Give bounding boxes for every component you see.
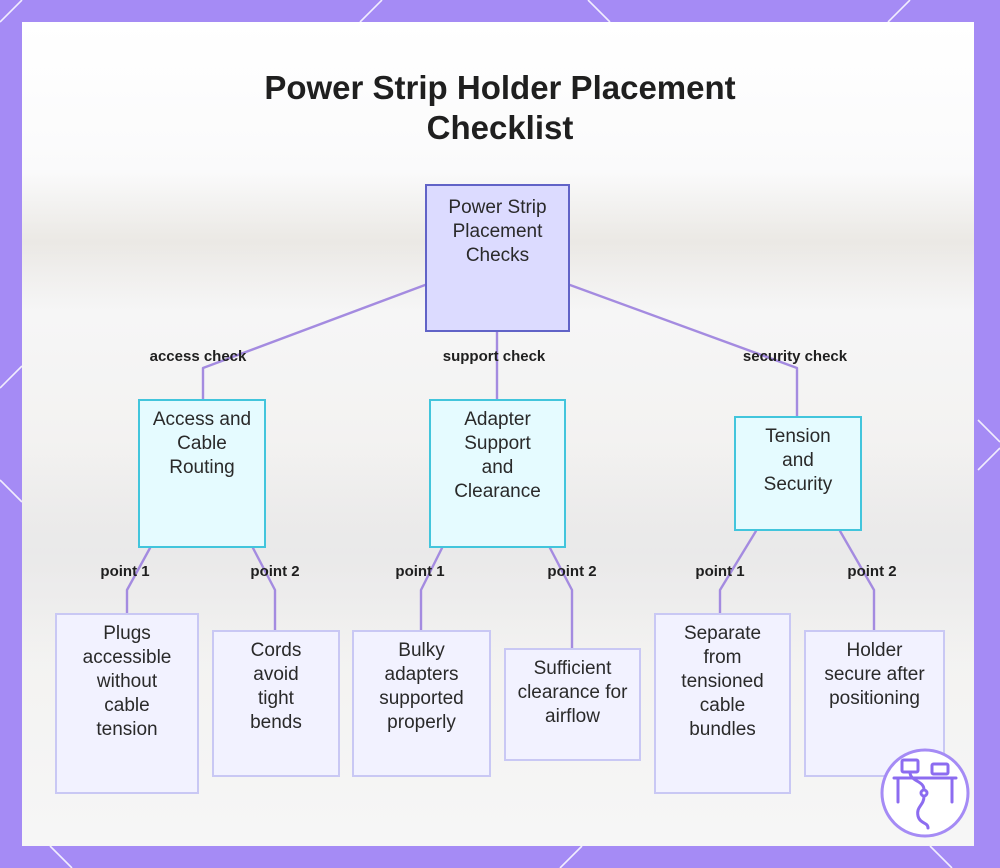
edge-label-point-2: point 2 [547,563,597,580]
connector-security-point2 [838,529,876,632]
leaf-node-bulky-adapters: Bulky adapters supported properly [352,630,491,777]
leaf-node-cords-avoid-bends: Cords avoid tight bends [212,630,340,777]
leaf-node-separate-from-bundles: Separate from tensioned cable bundles [654,613,791,794]
leaf-node-label: Plugs accessible without cable tension [82,623,172,740]
leaf-node-label: Bulky adapters supported properly [379,640,464,733]
root-node: Power Strip Placement Checks [425,184,570,332]
leaf-node-holder-secure: Holder secure after positioning [804,630,945,777]
branch-node-label: Adapter Support and Clearance [454,409,541,502]
edge-label-point-1: point 1 [695,563,745,580]
edge-label-point-2: point 2 [250,563,300,580]
edge-label-point-2: point 2 [847,563,897,580]
leaf-node-plugs-accessible: Plugs accessible without cable tension [55,613,199,794]
connector-security-point1 [718,529,758,615]
branch-node-security: Tension and Security [734,416,862,531]
connector-access-point2 [251,546,277,632]
branch-node-label: Tension and Security [763,426,833,495]
edge-label-point-1: point 1 [100,563,150,580]
edge-label-access-check: access check [149,348,247,365]
root-node-label: Power Strip Placement Checks [448,197,547,266]
diagram-title: Power Strip Holder Placement Checklist [264,69,736,146]
leaf-node-label: Holder secure after positioning [824,640,925,709]
edge-label-support-check: support check [442,348,546,365]
leaf-node-sufficient-clearance: Sufficient clearance for airflow [504,648,641,761]
leaf-node-label: Separate from tensioned cable bundles [681,623,764,740]
branch-node-label: Access and Cable Routing [152,409,252,478]
connector-root-security [568,283,799,418]
leaf-node-label: Cords avoid tight bends [250,640,302,733]
connector-support-point1 [419,546,444,632]
edge-label-security-check: security check [742,348,848,365]
leaf-node-label: Sufficient clearance for airflow [517,658,628,727]
desk-cable-logo-icon [880,748,970,838]
branch-node-access: Access and Cable Routing [138,399,266,548]
branch-node-support: Adapter Support and Clearance [429,399,566,548]
connector-support-point2 [548,546,574,650]
connector-access-point1 [125,546,152,615]
connector-root-access [201,283,427,401]
edge-label-point-1: point 1 [395,563,445,580]
